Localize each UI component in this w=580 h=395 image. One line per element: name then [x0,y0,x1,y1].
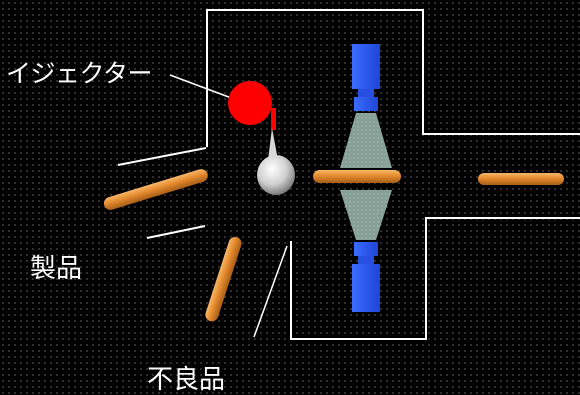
sensor-bottom-body [352,264,380,312]
leader-lines [169,74,288,338]
air-nozzle-icon [257,128,295,195]
ejector-label: イジェクター [6,59,153,88]
sensor-bottom-beam [340,190,392,240]
ejector-stem [271,108,276,130]
product-item-inspected [313,170,401,183]
product-item-defect [205,236,242,322]
ejector-icon [228,81,276,130]
product-item-incoming [478,173,564,185]
product-item-good [103,169,208,210]
sensor-top-body [352,44,380,89]
sensor-top-beam [340,113,392,168]
housing-bottom-wall [290,217,580,340]
sensor-top-lens [354,97,378,111]
guide-lines [117,147,207,239]
entry-guide-lower [146,225,206,239]
defect-leader-line [253,245,288,338]
defect-mark [233,267,239,273]
optical-sensor-icon [340,44,392,312]
sensor-bottom-neck [358,256,374,264]
sensor-bottom-lens [354,242,378,256]
ejector-body [228,81,272,125]
sensor-top-neck [358,89,374,97]
machine-housing [206,9,580,340]
products [103,169,564,322]
nozzle-head [257,155,295,195]
defect-label: 不良品 [147,365,226,395]
housing-top-wall [206,9,580,147]
nozzle-cone [268,128,278,160]
entry-guide-upper [117,147,207,166]
product-label: 製品 [30,254,83,284]
